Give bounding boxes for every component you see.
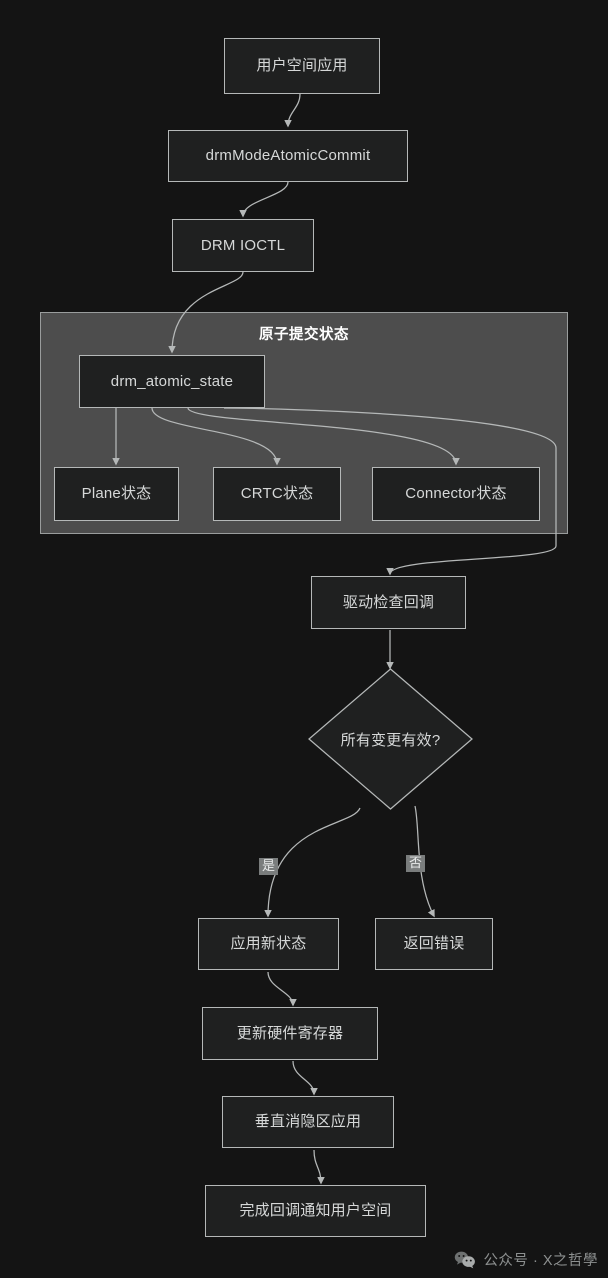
node-drm-ioctl[interactable]: DRM IOCTL bbox=[172, 219, 314, 272]
edge-decision-yes bbox=[264, 807, 361, 918]
node-drm-mode-atomic-commit[interactable]: drmModeAtomicCommit bbox=[168, 130, 408, 182]
node-label: drm_atomic_state bbox=[110, 372, 234, 390]
node-label: 更新硬件寄存器 bbox=[236, 1024, 344, 1042]
edge-vblank-to-complete bbox=[313, 1149, 325, 1185]
footer-watermark: 公众号 · X之哲學 bbox=[454, 1249, 598, 1270]
node-drm-atomic-state[interactable]: drm_atomic_state bbox=[79, 355, 265, 408]
node-decision-all-valid[interactable]: 所有变更有效? bbox=[308, 668, 473, 810]
node-plane-state[interactable]: Plane状态 bbox=[54, 467, 179, 521]
node-label: Plane状态 bbox=[81, 485, 152, 502]
node-apply-new-state[interactable]: 应用新状态 bbox=[198, 918, 339, 970]
diamond-shape bbox=[308, 668, 473, 810]
node-label: 完成回调通知用户空间 bbox=[239, 1202, 392, 1219]
node-label: 垂直消隐区应用 bbox=[254, 1113, 362, 1130]
edge-commit-to-ioctl bbox=[239, 181, 289, 218]
edge-label-no: 否 bbox=[406, 855, 426, 872]
node-userspace-app[interactable]: 用户空间应用 bbox=[224, 38, 380, 94]
wechat-icon bbox=[455, 1251, 476, 1268]
node-complete-callback-notify[interactable]: 完成回调通知用户空间 bbox=[205, 1185, 426, 1237]
node-update-hw-registers[interactable]: 更新硬件寄存器 bbox=[202, 1007, 378, 1060]
node-driver-check-callback[interactable]: 驱动检查回调 bbox=[311, 576, 466, 629]
node-label: CRTC状态 bbox=[240, 485, 314, 502]
node-label: 用户空间应用 bbox=[256, 57, 348, 74]
node-label: 返回错误 bbox=[403, 935, 465, 952]
edge-label-yes: 是 bbox=[259, 858, 279, 875]
node-return-error[interactable]: 返回错误 bbox=[375, 918, 493, 970]
node-connector-state[interactable]: Connector状态 bbox=[372, 467, 540, 521]
subgraph-title: 原子提交状态 bbox=[259, 327, 349, 343]
edge-registers-to-vblank bbox=[292, 1060, 318, 1096]
edge-app-to-commit bbox=[284, 93, 301, 128]
node-label: 所有变更有效? bbox=[340, 731, 441, 749]
node-label: 应用新状态 bbox=[230, 935, 307, 952]
node-label: drmModeAtomicCommit bbox=[205, 147, 371, 164]
node-crtc-state[interactable]: CRTC状态 bbox=[213, 467, 341, 521]
node-vblank-apply[interactable]: 垂直消隐区应用 bbox=[222, 1096, 394, 1148]
node-label: DRM IOCTL bbox=[200, 236, 286, 254]
edge-apply-to-registers bbox=[267, 971, 297, 1007]
node-label: Connector状态 bbox=[405, 485, 507, 502]
footer-text: 公众号 · X之哲學 bbox=[483, 1253, 598, 1269]
node-label: 驱动检查回调 bbox=[342, 593, 435, 611]
